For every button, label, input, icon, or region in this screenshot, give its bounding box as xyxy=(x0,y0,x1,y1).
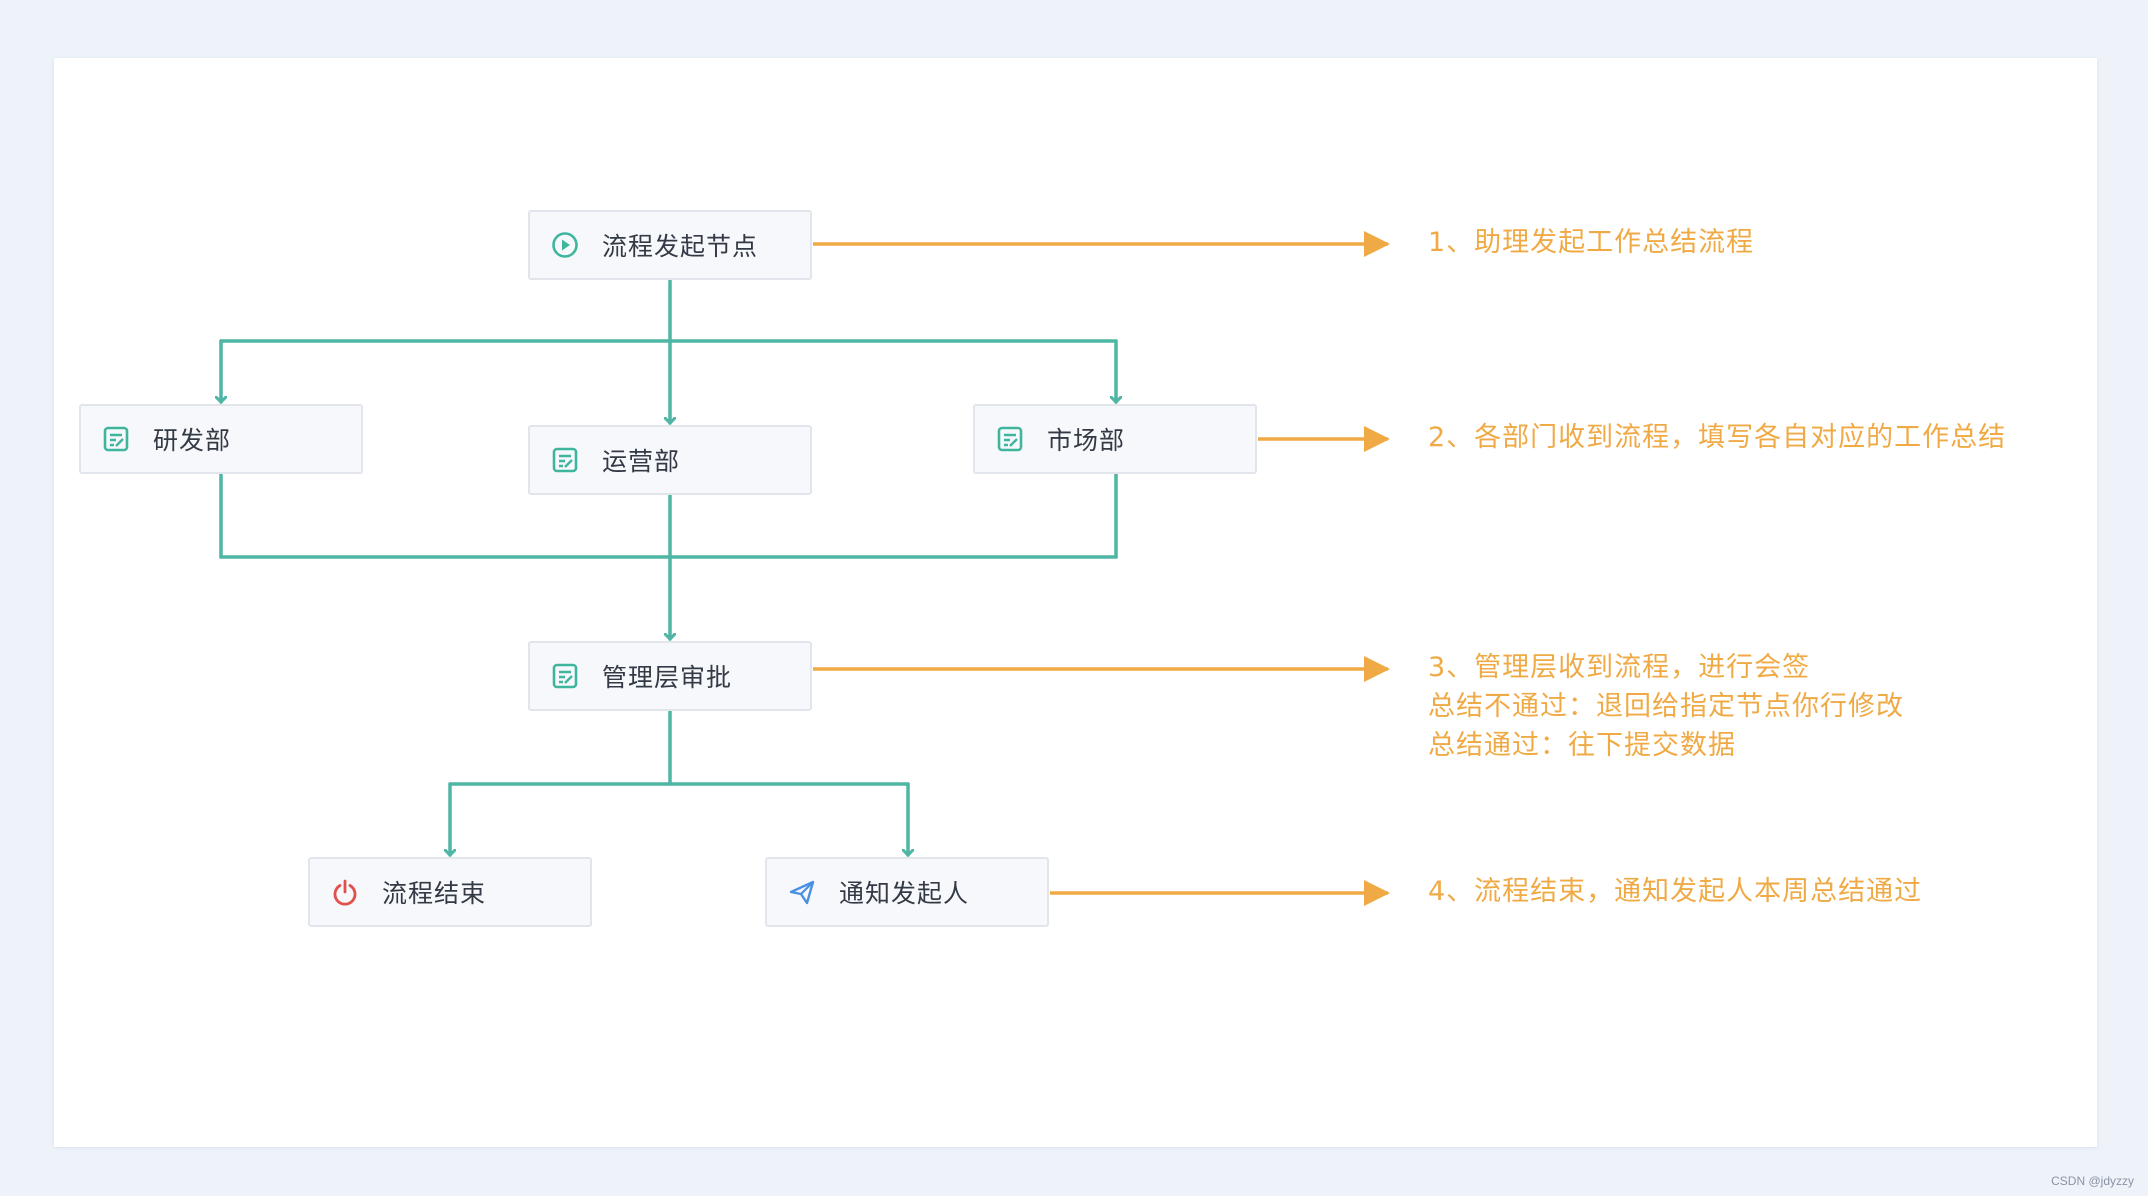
node-mgmt[interactable]: 管理层审批 xyxy=(528,641,812,711)
note-step-3: 3、管理层收到流程，进行会签 总结不通过：退回给指定节点你行修改 总结通过：往下… xyxy=(1428,648,1904,765)
play-circle-icon xyxy=(550,230,580,260)
note-step-1: 1、助理发起工作总结流程 xyxy=(1428,227,1755,258)
note-step-4: 4、流程结束，通知发起人本周总结通过 xyxy=(1428,876,1923,907)
node-rd-label: 研发部 xyxy=(153,426,232,455)
node-notify-label: 通知发起人 xyxy=(839,879,970,908)
node-start-label: 流程发起节点 xyxy=(602,232,759,261)
form-icon xyxy=(550,661,580,691)
node-end[interactable]: 流程结束 xyxy=(308,857,592,927)
node-notify[interactable]: 通知发起人 xyxy=(765,857,1049,927)
diagram-canvas xyxy=(54,58,2097,1147)
power-icon xyxy=(330,877,360,907)
send-icon xyxy=(787,877,817,907)
note-step-3-line-3: 总结通过：往下提交数据 xyxy=(1428,730,1736,761)
node-ops[interactable]: 运营部 xyxy=(528,425,812,495)
form-icon xyxy=(550,445,580,475)
note-step-3-line-1: 3、管理层收到流程，进行会签 xyxy=(1428,652,1811,683)
node-end-label: 流程结束 xyxy=(382,879,487,908)
form-icon xyxy=(995,424,1025,454)
note-step-3-line-2: 总结不通过：退回给指定节点你行修改 xyxy=(1428,691,1904,722)
node-start[interactable]: 流程发起节点 xyxy=(528,210,812,280)
note-step-2: 2、各部门收到流程，填写各自对应的工作总结 xyxy=(1428,422,2007,453)
node-rd[interactable]: 研发部 xyxy=(79,404,363,474)
watermark: CSDN @jdyzzy xyxy=(2051,1174,2134,1188)
node-mgmt-label: 管理层审批 xyxy=(602,663,733,692)
node-market-label: 市场部 xyxy=(1047,426,1126,455)
node-market[interactable]: 市场部 xyxy=(973,404,1257,474)
form-icon xyxy=(101,424,131,454)
node-ops-label: 运营部 xyxy=(602,447,681,476)
